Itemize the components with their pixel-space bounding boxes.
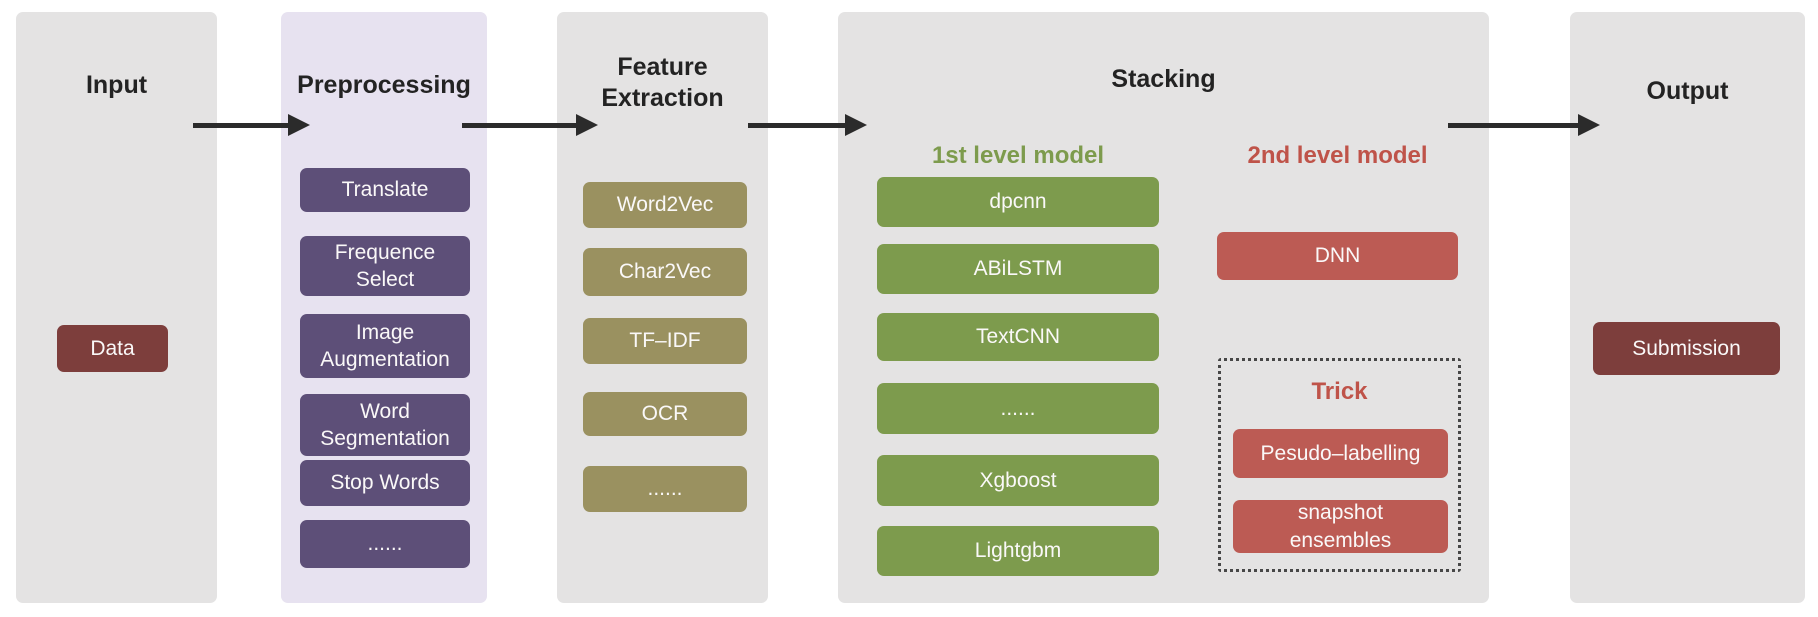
preprocessing-column: Preprocessing Translate Frequence Select…	[281, 12, 487, 603]
feature-extraction-column: Feature Extraction Word2Vec Char2Vec TF–…	[557, 12, 768, 603]
feature-char2vec-box: Char2Vec	[583, 248, 747, 296]
stacking-ellipsis-box: ......	[877, 383, 1159, 434]
stacking-column: Stacking 1st level model dpcnn ABiLSTM T…	[838, 12, 1489, 603]
trick-heading: Trick	[1311, 378, 1368, 405]
stacking-abilstm-box: ABiLSTM	[877, 244, 1159, 294]
preprocessing-step-image-augmentation: Image Augmentation	[300, 314, 470, 378]
input-data-box: Data	[57, 325, 168, 372]
preprocessing-step-ellipsis: ......	[300, 520, 470, 568]
first-level-model-heading: 1st level model	[931, 142, 1105, 169]
input-title: Input	[85, 71, 148, 99]
feature-tfidf-box: TF–IDF	[583, 318, 747, 364]
output-column: Output Submission	[1570, 12, 1805, 603]
output-title: Output	[1646, 77, 1729, 105]
stacking-dpcnn-box: dpcnn	[877, 177, 1159, 227]
preprocessing-title: Preprocessing	[297, 71, 471, 99]
feature-ellipsis-box: ......	[583, 466, 747, 512]
preprocessing-step-translate: Translate	[300, 168, 470, 212]
feature-word2vec-box: Word2Vec	[583, 182, 747, 228]
trick-snapshot-ensembles-box: snapshot ensembles	[1233, 500, 1448, 553]
stacking-textcnn-box: TextCNN	[877, 313, 1159, 361]
stacking-xgboost-box: Xgboost	[877, 455, 1159, 506]
input-column: Input Data	[16, 12, 217, 603]
feature-extraction-title: Feature Extraction	[601, 53, 724, 113]
stacking-dnn-box: DNN	[1217, 232, 1458, 280]
stacking-title: Stacking	[1111, 65, 1216, 93]
preprocessing-step-frequence-select: Frequence Select	[300, 236, 470, 296]
stacking-lightgbm-box: Lightgbm	[877, 526, 1159, 576]
preprocessing-step-stop-words: Stop Words	[300, 460, 470, 506]
second-level-model-heading: 2nd level model	[1247, 142, 1428, 169]
trick-box: Trick Pesudo–labelling snapshot ensemble…	[1218, 358, 1461, 572]
feature-ocr-box: OCR	[583, 392, 747, 436]
trick-pseudo-labelling-box: Pesudo–labelling	[1233, 429, 1448, 478]
output-submission-box: Submission	[1593, 322, 1780, 375]
preprocessing-step-word-segmentation: Word Segmentation	[300, 394, 470, 456]
